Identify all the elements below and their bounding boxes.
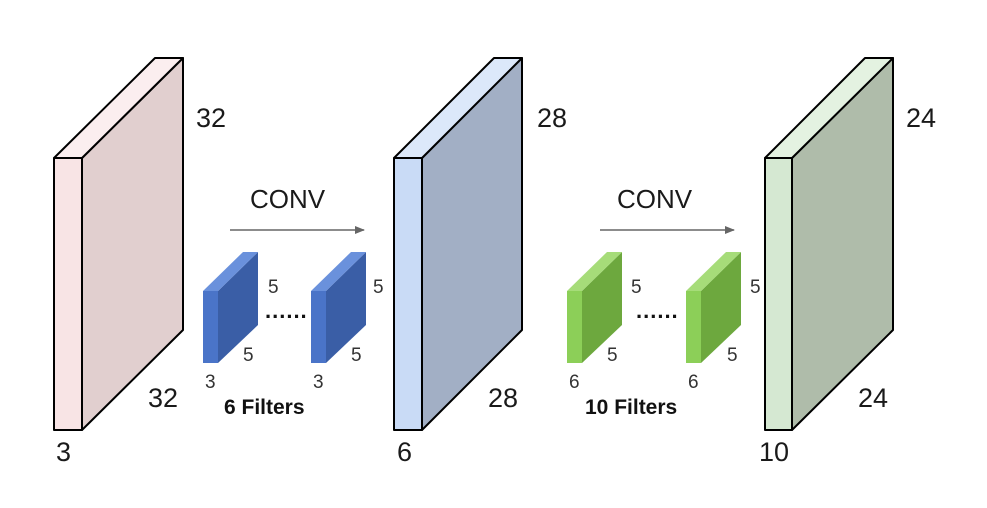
conv2-filter-b: [686, 252, 741, 363]
conv2-filters-label: 10 Filters: [585, 396, 678, 419]
conv1-filter-a-width: 5: [243, 345, 254, 366]
conv1-filter-b-top: [311, 252, 366, 291]
conv2-output-depth-label: 10: [759, 437, 790, 467]
conv2-filter-b-height: 5: [750, 277, 761, 298]
input-width-label: 32: [148, 383, 179, 413]
conv1-filter-a-side: [218, 252, 258, 363]
conv1-filter-a-front: [203, 291, 218, 363]
conv1-filter-b: [311, 252, 366, 363]
input-depth-label: 3: [56, 437, 72, 467]
conv1-filter-b-depth: 3: [313, 372, 324, 393]
input-height-label: 32: [196, 103, 227, 133]
conv2-output-volume: [764, 57, 894, 431]
conv2-filter-b-front: [686, 291, 701, 363]
conv2-filter-a-top: [567, 252, 622, 291]
conv2-filter-b-side: [701, 252, 741, 363]
conv1-filter-b-width: 5: [351, 345, 362, 366]
conv1-filter-a-depth: 3: [205, 372, 216, 393]
input-volume-side: [81, 57, 184, 431]
conv2-output-front: [764, 157, 793, 431]
conv2-filter-a-height: 5: [631, 277, 642, 298]
conv1-filter-b-side: [326, 252, 366, 363]
conv2-filter-b-width: 5: [727, 345, 738, 366]
conv1-filter-b-front: [311, 291, 326, 363]
input-volume-front: [53, 157, 83, 431]
conv1-output-depth-label: 6: [397, 437, 413, 467]
conv2-filter-a: [567, 252, 622, 363]
conv2-filter-b-top: [686, 252, 741, 291]
conv2-filter-b-depth: 6: [688, 372, 699, 393]
conv1-filter-a: [203, 252, 258, 363]
conv2-output-side: [791, 57, 894, 431]
conv2-output-height-label: 24: [906, 103, 937, 133]
conv2-output-width-label: 24: [858, 383, 889, 413]
conv1-filters-label: 6 Filters: [224, 396, 305, 419]
conv2-label: CONV: [617, 184, 693, 214]
conv1-filter-b-height: 5: [373, 277, 384, 298]
conv1-ellipsis: ......: [265, 298, 308, 323]
conv1-filter-a-top: [203, 252, 258, 291]
input-volume: [53, 57, 184, 431]
conv2-filter-a-width: 5: [607, 345, 618, 366]
conv1-output-height-label: 28: [537, 103, 568, 133]
conv1-filter-a-height: 5: [268, 277, 279, 298]
conv1-output-front: [393, 157, 423, 431]
conv2-filter-a-side: [582, 252, 622, 363]
conv1-label: CONV: [250, 184, 326, 214]
conv1-output-volume: [393, 57, 523, 431]
conv1-output-width-label: 28: [488, 383, 519, 413]
conv2-filter-a-depth: 6: [569, 372, 580, 393]
conv2-ellipsis: ......: [636, 298, 679, 323]
conv2-filter-a-front: [567, 291, 582, 363]
